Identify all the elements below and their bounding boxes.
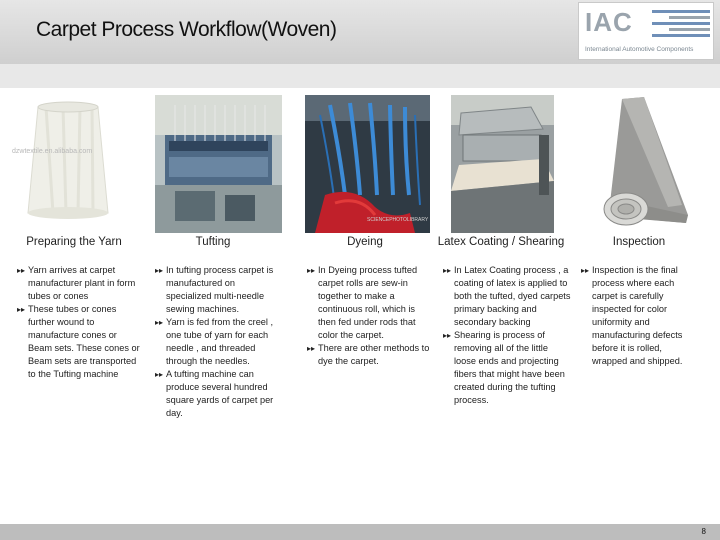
logo-subtext: International Automotive Components (585, 46, 694, 53)
column-title-dyeing: Dyeing (347, 236, 383, 248)
header-rule (0, 64, 720, 88)
column-inspection: ▸▸ Inspection is the final process where… (581, 264, 693, 368)
logo-stripes (652, 10, 710, 40)
yarn-cone-photo: dzwtextile.en.alibaba.com (8, 95, 128, 233)
arrow-bullet-icon: ▸▸ (443, 266, 452, 275)
arrow-bullet-icon: ▸▸ (155, 266, 164, 275)
list-item: ▸▸ Inspection is the final process where… (581, 265, 683, 366)
page-number: 8 (701, 527, 706, 536)
company-logo: IAC International Automotive Components (578, 2, 714, 60)
column-tufting: ▸▸ In tufting process carpet is manufact… (155, 264, 279, 420)
list-item: ▸▸ In Latex Coating process , a coating … (443, 265, 571, 327)
list-item: ▸▸ There are other methods to dye the ca… (307, 343, 430, 366)
arrow-bullet-icon: ▸▸ (155, 370, 164, 379)
carpet-roll-photo (582, 95, 690, 233)
list-item: ▸▸ In tufting process carpet is manufact… (155, 265, 274, 314)
footer-band: 8 (0, 524, 720, 540)
column-title-preparing-yarn: Preparing the Yarn (26, 236, 122, 248)
list-item: ▸▸ Shearing is process of removing all o… (443, 330, 565, 405)
dyeing-photo: SCIENCEPHOTOLIBRARY (305, 95, 430, 233)
tufting-machine-photo (155, 95, 282, 233)
column-title-tufting: Tufting (195, 236, 231, 248)
list-item: ▸▸ Yarn is fed from the creel , one tube… (155, 317, 274, 366)
arrow-bullet-icon: ▸▸ (581, 266, 590, 275)
arrow-bullet-icon: ▸▸ (307, 266, 316, 275)
column-latex-shearing: ▸▸ In Latex Coating process , a coating … (443, 264, 571, 407)
yarn-watermark: dzwtextile.en.alibaba.com (12, 148, 92, 155)
column-preparing-yarn: ▸▸ Yarn arrives at carpet manufacturer p… (17, 264, 143, 381)
list-item: ▸▸ Yarn arrives at carpet manufacturer p… (17, 265, 136, 301)
logo-text: IAC (585, 7, 633, 37)
arrow-bullet-icon: ▸▸ (307, 344, 316, 353)
list-item: ▸▸ In Dyeing process tufted carpet rolls… (307, 265, 418, 340)
dyeing-watermark: SCIENCEPHOTOLIBRARY (367, 217, 429, 223)
column-title-latex-shearing: Latex Coating / Shearing (437, 236, 565, 248)
page-title: Carpet Process Workflow(Woven) (36, 18, 337, 41)
arrow-bullet-icon: ▸▸ (155, 318, 164, 327)
arrow-bullet-icon: ▸▸ (17, 266, 26, 275)
column-dyeing: ▸▸ In Dyeing process tufted carpet rolls… (307, 264, 431, 368)
latex-coating-photo (451, 95, 554, 233)
arrow-bullet-icon: ▸▸ (17, 305, 26, 314)
list-item: ▸▸ These tubes or cones further wound to… (17, 304, 140, 379)
column-title-inspection: Inspection (612, 236, 666, 248)
list-item: ▸▸ A tufting machine can produce several… (155, 369, 274, 418)
arrow-bullet-icon: ▸▸ (443, 331, 452, 340)
